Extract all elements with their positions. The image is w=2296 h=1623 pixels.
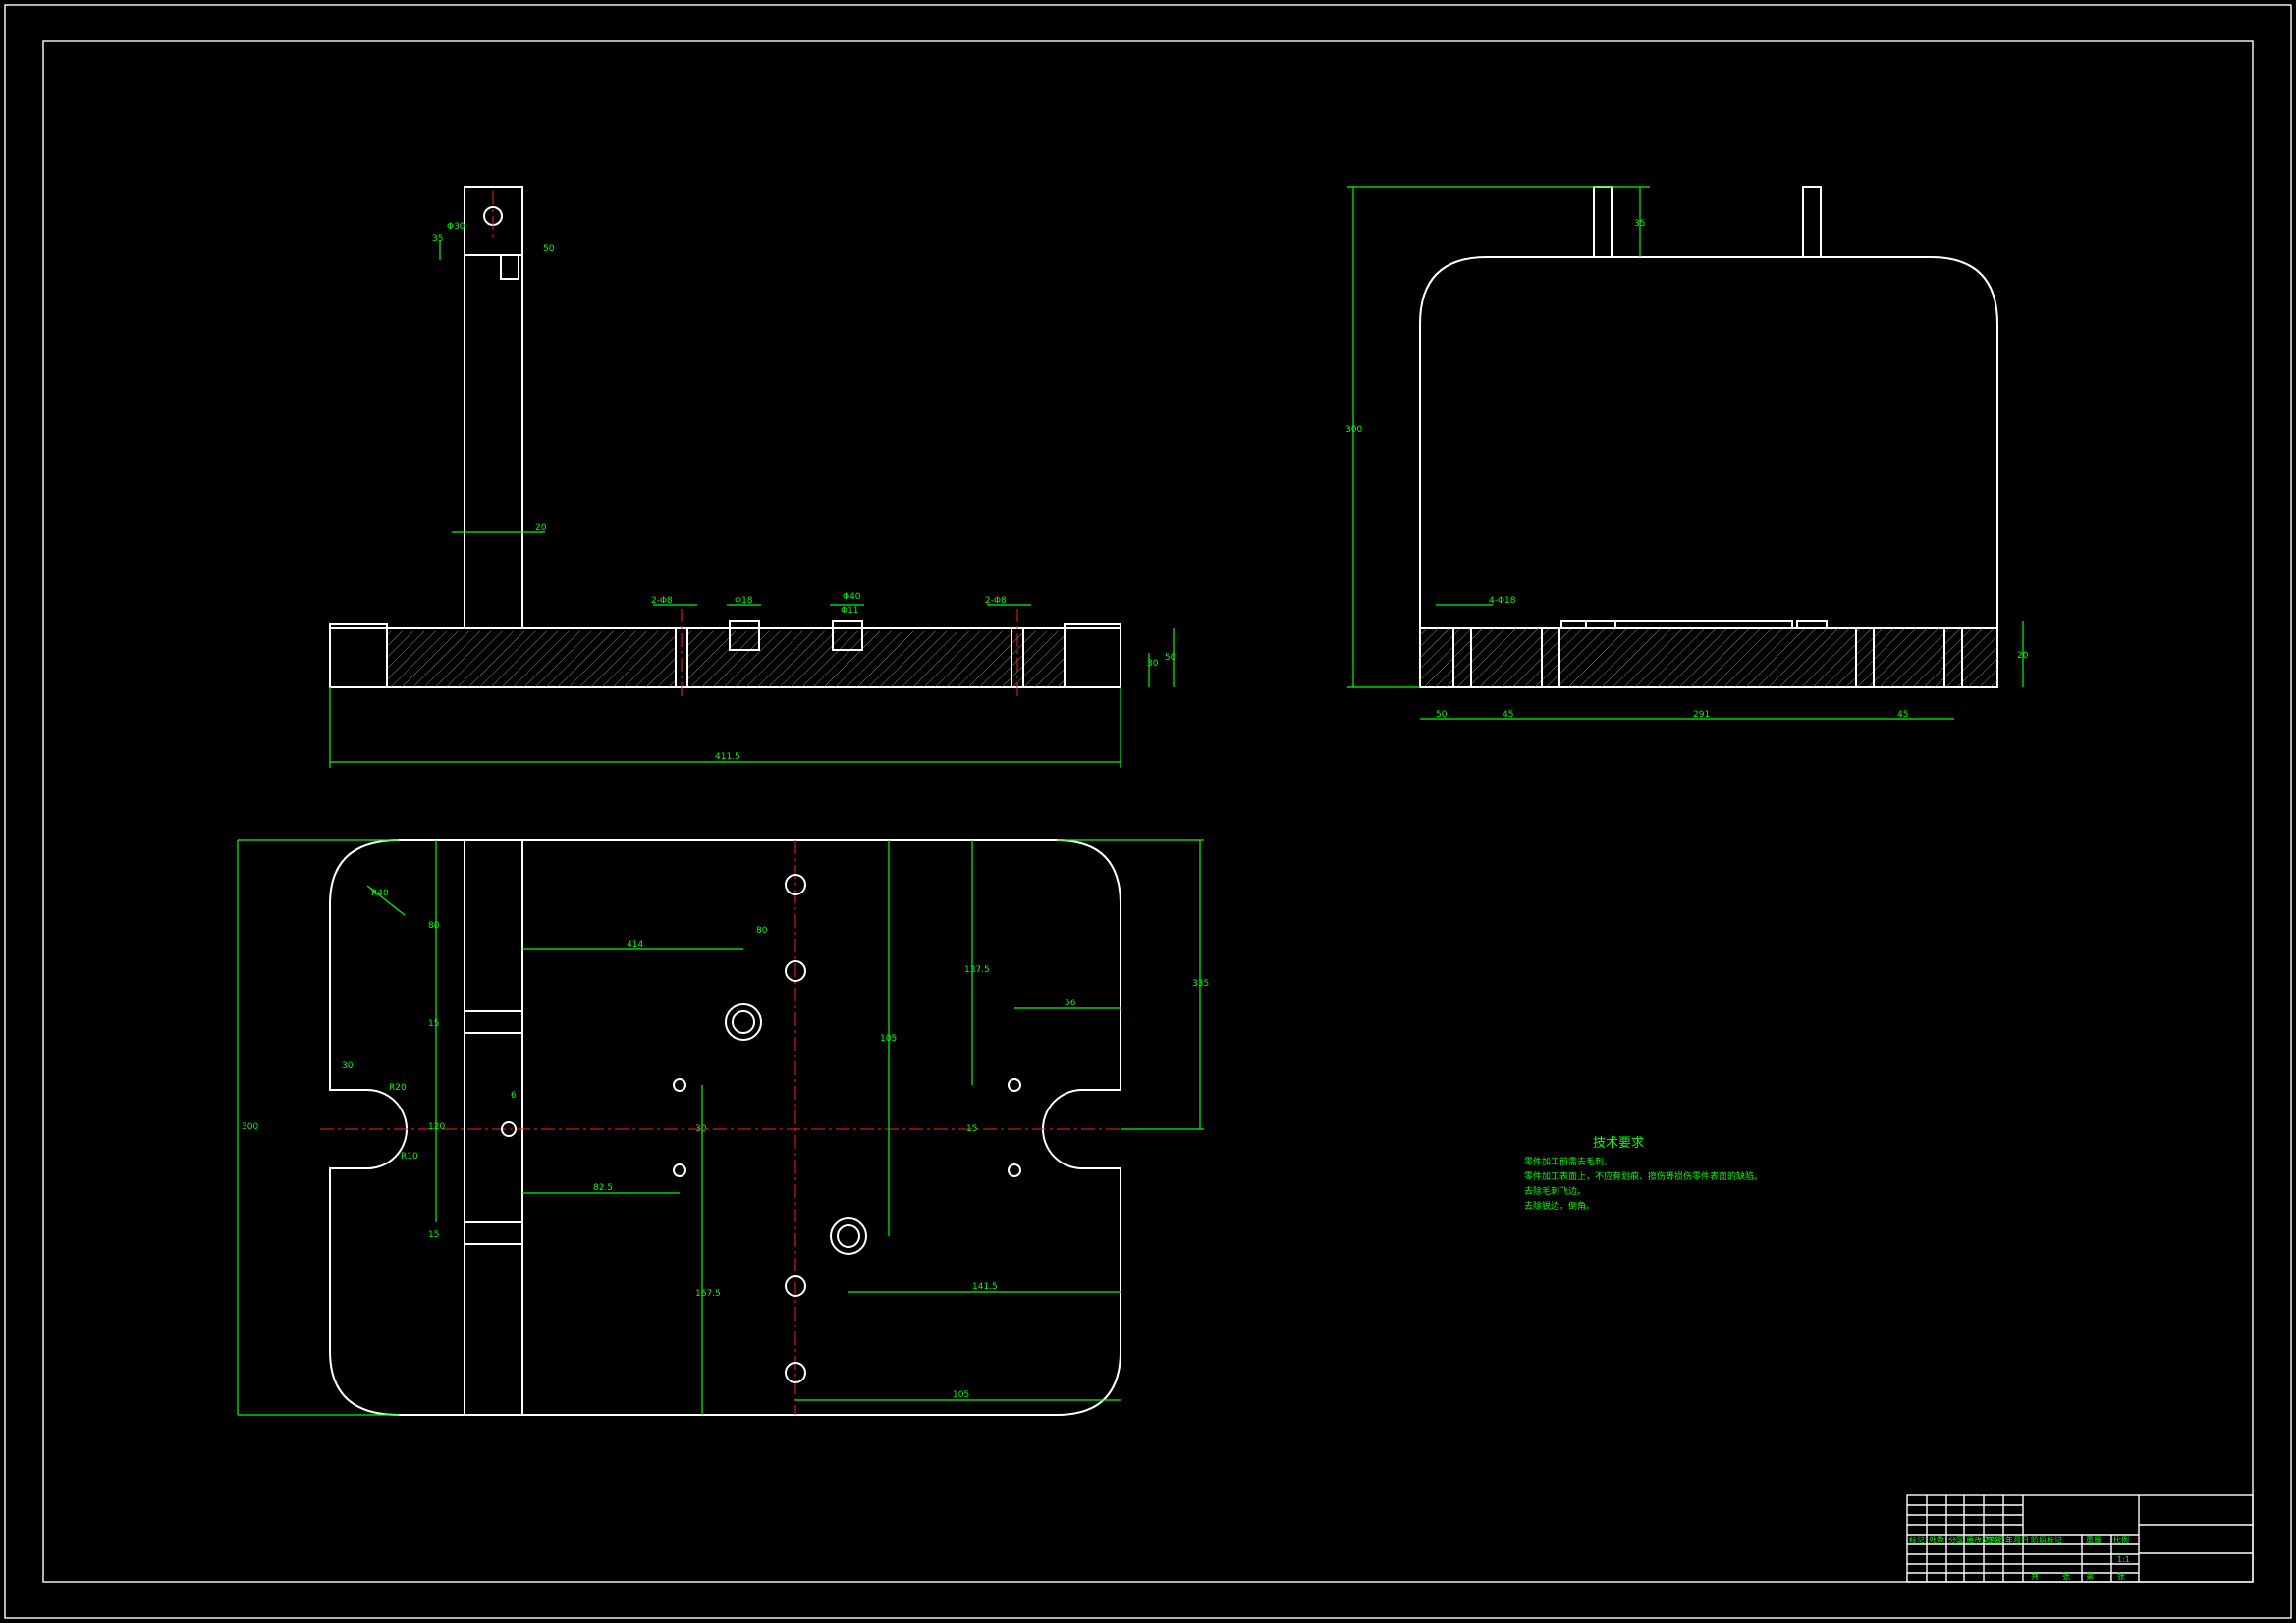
top-dim-9: 414	[627, 940, 643, 949]
front-base-left-end	[329, 623, 388, 688]
notes-line-2: 零件加工表面上，不应有划痕、擦伤等损伤零件表面的缺陷。	[1524, 1170, 1763, 1182]
top-dim-6: R20	[389, 1083, 407, 1093]
side-dim-5: 45	[1503, 710, 1513, 720]
side-outline	[1419, 256, 1998, 688]
tb-label-9: 1:1	[2117, 1555, 2130, 1564]
notes-title: 技术要求	[1593, 1136, 1644, 1151]
top-dim-16: 56	[1065, 999, 1076, 1008]
tb-label-1: 处数	[1929, 1535, 1944, 1544]
top-dim-1: 80	[428, 921, 440, 931]
top-dim-7: R10	[401, 1152, 418, 1162]
tb-label-5: 年月日	[2005, 1535, 2029, 1544]
tb-label-7: 重量	[2086, 1535, 2102, 1544]
tb-label-0: 标记	[1909, 1535, 1925, 1544]
notes-line-3: 去除毛刺飞边。	[1524, 1185, 1586, 1197]
top-dim-8: 6	[511, 1091, 517, 1101]
top-dim-21: 105	[953, 1390, 969, 1400]
front-counterbore-2	[832, 620, 863, 651]
technical-notes: 技术要求 零件加工前需去毛刺。 零件加工表面上，不应有划痕、擦伤等损伤零件表面的…	[1524, 1136, 1763, 1212]
top-dim-14: 105	[880, 1034, 897, 1044]
front-dim-10: 50	[1165, 653, 1176, 663]
tb-label-13: 张	[2117, 1572, 2125, 1581]
top-dim-19: 335	[1192, 979, 1209, 989]
notes-line-1: 零件加工前需去毛刺。	[1524, 1156, 1613, 1167]
tb-label-10: 共	[2031, 1572, 2039, 1581]
side-view: 35 300 4-Φ18 20 50 45 291 45	[1345, 186, 2029, 720]
side-dim-1: 300	[1345, 425, 1362, 435]
top-outline	[329, 839, 1121, 1416]
top-dim-18: 300	[242, 1122, 258, 1132]
front-counterbore-1	[729, 620, 760, 651]
side-dim-0: 35	[1634, 219, 1645, 229]
tb-label-3: 更改文件号	[1966, 1535, 2005, 1544]
top-dim-2: 15	[428, 1019, 439, 1029]
side-pin-1	[1593, 186, 1613, 258]
front-dim-8: 2-Φ8	[985, 596, 1007, 606]
tb-label-6: 阶段标记	[2031, 1535, 2062, 1544]
tb-label-4: 签名	[1986, 1535, 2001, 1544]
top-dim-4: 15	[428, 1230, 439, 1240]
top-dim-5: 30	[342, 1061, 354, 1071]
side-dim-4: 50	[1436, 710, 1448, 720]
front-dim-9: 30	[1147, 659, 1159, 669]
front-post-slot	[500, 254, 519, 280]
tb-label-2: 分区	[1948, 1536, 1964, 1544]
side-pin-2	[1802, 186, 1822, 258]
top-dim-0: R40	[371, 889, 389, 898]
front-dim-5: Φ18	[735, 596, 753, 606]
side-dim-6: 291	[1693, 710, 1710, 720]
front-dim-3: 20	[535, 523, 547, 533]
sheet-border-outer	[4, 4, 2292, 1619]
tb-label-8: 比例	[2113, 1535, 2129, 1544]
top-dim-10: 80	[756, 926, 768, 936]
front-dim-7: Φ11	[841, 606, 859, 616]
top-dim-12: 30	[695, 1124, 707, 1134]
side-base-hatched	[1420, 628, 1997, 687]
front-base-hatched-left	[387, 631, 676, 687]
top-dim-13: 167.5	[695, 1289, 721, 1299]
front-dim-6: Φ40	[843, 592, 861, 602]
front-post-hatched	[464, 254, 523, 629]
front-base-right-end	[1064, 623, 1121, 688]
title-block: 标记 处数 分区 更改文件号 签名 年月日 阶段标记 重量 比例 1:1 共 张…	[1906, 1494, 2254, 1583]
tb-label-12: 第	[2086, 1571, 2094, 1581]
front-dim-4: 2-Φ8	[651, 596, 673, 606]
front-view: Φ30 35 50 20 2-Φ8 Φ18 Φ40 Φ11 2-Φ8 30 50…	[329, 186, 1176, 768]
top-dim-3: 120	[428, 1122, 445, 1132]
sheet-border-inner	[42, 40, 2254, 1583]
front-dim-2: 50	[543, 244, 555, 254]
front-base-hatched-right	[687, 631, 1065, 687]
front-dim-11: 411.5	[715, 752, 740, 762]
front-dim-1: 35	[432, 234, 443, 243]
top-view: R40 80 15 120 15 30 R20 R10 6 414 80 82.…	[237, 839, 1209, 1416]
side-dim-2: 4-Φ18	[1489, 596, 1516, 606]
top-dim-11: 82.5	[593, 1183, 613, 1193]
side-dim-7: 45	[1897, 710, 1908, 720]
top-dim-17: 15	[966, 1124, 977, 1134]
front-dim-0: Φ30	[447, 222, 465, 232]
side-dim-3: 20	[2017, 651, 2029, 661]
tb-label-11: 张	[2062, 1572, 2070, 1581]
top-dim-20: 141.5	[972, 1282, 998, 1292]
notes-line-4: 去除锐边，倒角。	[1524, 1200, 1595, 1212]
top-dim-15: 137.5	[964, 965, 990, 975]
